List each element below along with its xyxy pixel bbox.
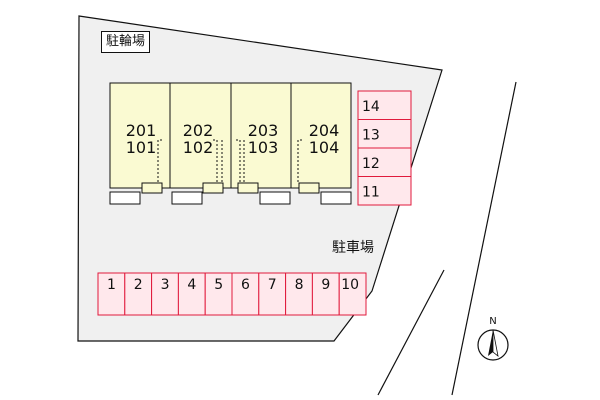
parking-bottom-space-box (258, 272, 287, 316)
parking-right-space-number: 14 (362, 99, 380, 115)
parking-bottom-space-number: 10 (341, 277, 359, 293)
entrance-notch-3 (237, 182, 259, 194)
parking-right-space-number: 12 (362, 156, 380, 172)
building (109, 82, 352, 205)
parking-right-space-number: 11 (362, 185, 380, 201)
parking-bottom-space: 4 (177, 272, 206, 316)
parking-bottom-space-box (97, 272, 126, 316)
parking-bottom-space-number: 3 (161, 277, 170, 293)
bicycle-parking-label: 駐輪場 (101, 31, 151, 53)
parking-bottom-space: 10 (338, 272, 367, 316)
stair-1 (157, 139, 162, 183)
parking-right-space-box (357, 147, 412, 177)
parking-right-space: 13 (357, 119, 412, 149)
unit-1: 201 101 (115, 122, 167, 156)
road-line-left (377, 269, 445, 396)
entrance-notch-4 (298, 182, 320, 194)
parking-bottom-space: 3 (151, 272, 179, 316)
stair-2 (213, 139, 218, 183)
parking-bottom-space-number: 9 (321, 277, 330, 293)
porch-4 (320, 191, 352, 205)
parking-bottom-space-number: 2 (134, 277, 143, 293)
parking-bottom-space: 7 (258, 272, 287, 316)
unit-upper-number: 204 (308, 121, 340, 140)
unit-3: 203 103 (237, 122, 289, 156)
parking-bottom-space-number: 5 (214, 277, 223, 293)
north-arrow-icon: N (477, 316, 509, 361)
stair-4 (297, 139, 302, 183)
stair-3 (236, 139, 241, 183)
parking-bottom-space: 8 (285, 272, 313, 316)
unit-upper-number: 203 (247, 121, 279, 140)
parking-bottom-space: 9 (311, 272, 340, 316)
parking-bottom-space: 6 (231, 272, 260, 316)
parking-bottom-space-box (124, 272, 153, 316)
road-line-right (451, 81, 517, 396)
parking-right-group: 14 13 12 11 (357, 90, 412, 206)
parking-right-space-box (357, 176, 412, 206)
parking-bottom-space-number: 7 (268, 277, 277, 293)
porch-1 (109, 191, 141, 205)
parking-right-space-box (357, 90, 412, 120)
porch-3 (259, 191, 291, 205)
parking-bottom-space-box (285, 272, 313, 316)
parking-bottom-space-number: 6 (241, 277, 250, 293)
parking-bottom-space: 1 (97, 272, 126, 316)
parking-right-space: 12 (357, 147, 412, 177)
porch-2 (171, 191, 203, 205)
parking-bottom-space-number: 1 (107, 277, 116, 293)
parking-bottom-space: 2 (124, 272, 153, 316)
unit-2: 202 102 (172, 122, 224, 156)
parking-bottom-space: 5 (204, 272, 233, 316)
parking-right-space-box (357, 119, 412, 149)
unit-upper-number: 202 (182, 121, 214, 140)
parking-bottom-space-number: 4 (187, 277, 196, 293)
parking-bottom-space-box (151, 272, 179, 316)
parking-right-space-number: 13 (362, 128, 380, 144)
entrance-notch-2 (202, 182, 224, 194)
parking-bottom-space-box (338, 272, 367, 316)
unit-lower-number: 102 (182, 138, 214, 157)
unit-lower-number: 103 (247, 138, 279, 157)
unit-upper-number: 201 (125, 121, 157, 140)
parking-right-space: 11 (357, 176, 412, 206)
parking-right-space: 14 (357, 90, 412, 120)
unit-lower-number: 101 (125, 138, 157, 157)
parking-lot-label: 駐車場 (332, 240, 374, 256)
parking-bottom-space-number: 8 (295, 277, 304, 293)
north-label: N (489, 316, 496, 327)
unit-4: 204 104 (298, 122, 350, 156)
entrance-notch-1 (141, 182, 163, 194)
unit-lower-number: 104 (308, 138, 340, 157)
parking-bottom-group: 1 2 3 4 5 6 7 8 9 10 (97, 272, 367, 316)
